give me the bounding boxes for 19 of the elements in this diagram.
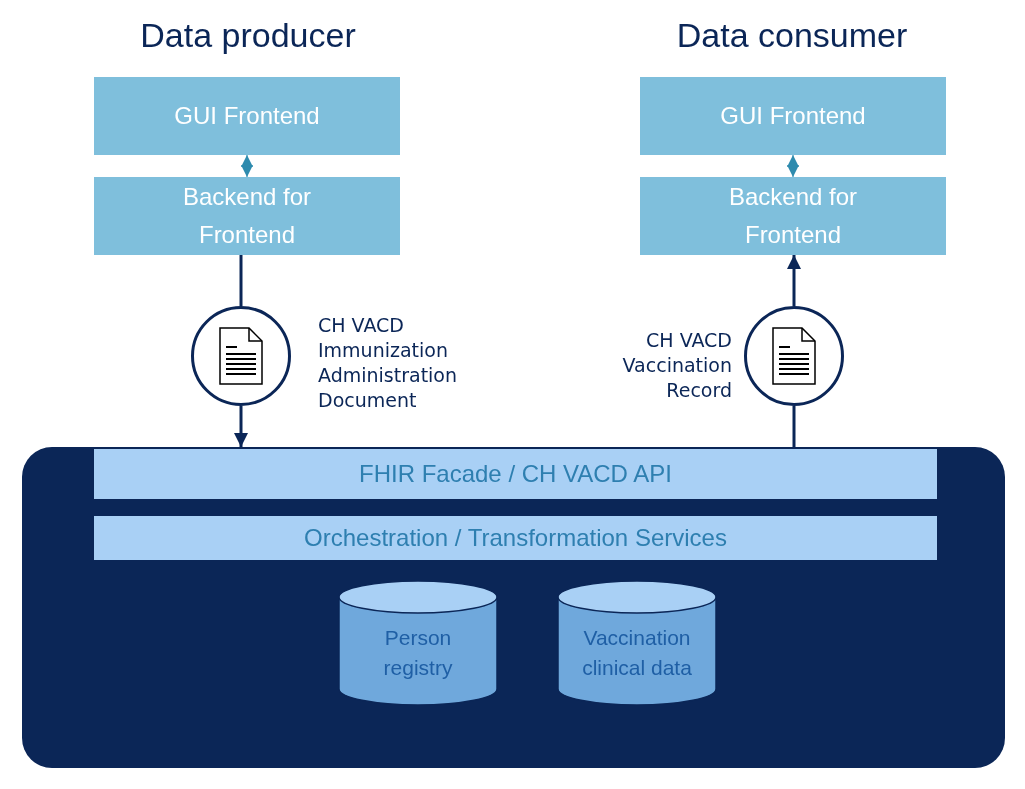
arrow xyxy=(234,406,248,447)
database-cylinder: Person registry xyxy=(338,580,498,706)
services-layer-band: Orchestration / Transformation Services xyxy=(94,516,937,560)
connector-line xyxy=(239,255,243,306)
frontend-box: GUI Frontend xyxy=(94,77,400,155)
frontend-box: GUI Frontend xyxy=(640,77,946,155)
backend-box: Backend for Frontend xyxy=(94,177,400,255)
column-heading: Data consumer xyxy=(675,16,909,55)
platform-panel xyxy=(22,447,1005,768)
backend-box: Backend for Frontend xyxy=(640,177,946,255)
diamond-connector xyxy=(241,154,253,178)
document-label: CH VACD Vaccination Record xyxy=(621,328,732,403)
document-label: CH VACD Immunization Administration Document xyxy=(318,313,459,413)
column-heading: Data producer xyxy=(139,16,357,55)
connector-line xyxy=(792,406,796,447)
database-cylinder: Vaccination clinical data xyxy=(557,580,717,706)
api-layer-band: FHIR Facade / CH VACD API xyxy=(94,449,937,499)
diamond-connector xyxy=(787,154,799,178)
arrow xyxy=(787,255,801,306)
